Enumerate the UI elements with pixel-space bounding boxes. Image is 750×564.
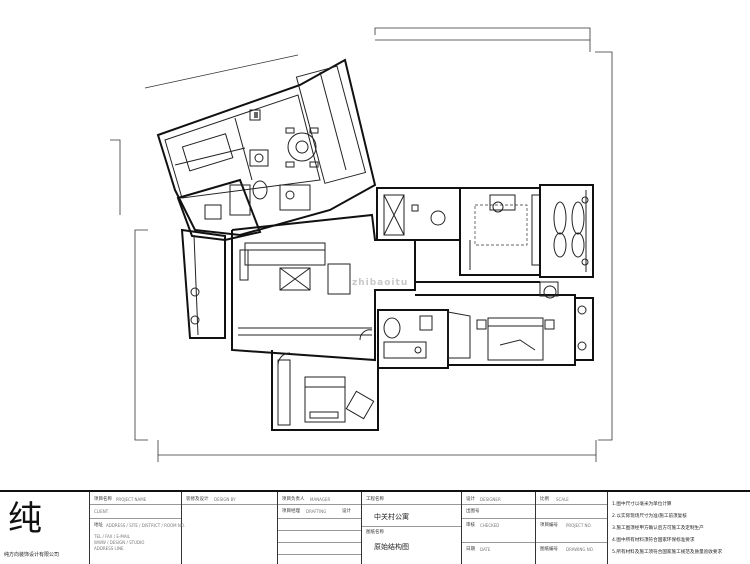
note-4: 4.图中所有材料须符合国家环保标准要求 (612, 538, 695, 543)
note-2: 2.以实际现场尺寸为准/施工前须复核 (612, 514, 687, 519)
sheet-no-label: 出图号 (466, 509, 480, 514)
pm-value: DRAFTING (306, 509, 327, 514)
utility-rooms (176, 178, 311, 242)
kitchen-wing (156, 58, 377, 237)
scale-value: SCALE (556, 497, 569, 502)
logo-cell: 纯 纯方向装饰设计有限公司 (0, 492, 90, 564)
note-1: 1.图中尺寸以毫米为单位计算 (612, 502, 672, 507)
designer-name-label: 设计 (466, 497, 475, 502)
north-room-1 (376, 187, 461, 241)
scale-cell: 比例 SCALE 项目编号 PROJECT NO. 图纸编号 DRAWING N… (536, 492, 608, 564)
project-title-cell: 工程名称 中关村公寓 图纸名称 原始结构图 (362, 492, 462, 564)
manager-label: 项目负责人 (282, 497, 305, 502)
date-label: 日期 (466, 547, 475, 552)
bedroom-small (271, 350, 379, 431)
design-value: DESIGN BY (214, 497, 236, 502)
contact-line-2: WWW / DESIGN / STUDIO (94, 540, 145, 545)
company-logo: 纯 (8, 499, 42, 539)
design-cell: 装修及设计 DESIGN BY (182, 492, 278, 564)
master-bedroom (448, 281, 576, 366)
project-title: 中关村公寓 (374, 513, 409, 521)
date-value: DATE (480, 547, 491, 552)
address-label: 地址 (94, 523, 103, 528)
contact-line-3: ADDRESS LINE (94, 546, 124, 551)
floor-plan (110, 27, 613, 462)
designer-label: 设计 (342, 509, 351, 514)
client-label: CLIENT (94, 509, 109, 514)
project-label: 工程名称 (366, 497, 384, 502)
contact-line-1: TEL / FAX / E-MAIL (94, 534, 130, 539)
design-label: 装修及设计 (186, 497, 209, 502)
project-info-cell: 项目名称 PROJECT NAME CLIENT 地址 ADDRESS / SI… (90, 492, 186, 564)
study (459, 187, 541, 276)
scale-label: 比例 (540, 497, 549, 502)
drawing-label: 图纸名称 (366, 530, 384, 535)
checked-value: CHECKED (480, 523, 500, 528)
living-room (231, 213, 416, 362)
manager-cell: 项目负责人 MANAGER 项目经理 DRAFTING 设计 (278, 492, 362, 564)
manager-value: MANAGER (310, 497, 331, 502)
project-no-value: PROJECT NO. (566, 523, 592, 528)
master-balcony (574, 297, 594, 361)
designer-cell: 设计 DESIGNER 出图号 审核 CHECKED 日期 DATE (462, 492, 536, 564)
drawing-title: 原始结构图 (374, 543, 409, 551)
checked-label: 审核 (466, 523, 475, 528)
project-name-label: 项目名称 (94, 497, 112, 502)
pm-label: 项目经理 (282, 509, 300, 514)
project-name-value: PROJECT NAME (116, 497, 147, 502)
corridor (415, 281, 540, 296)
address-value: ADDRESS / SITE / DISTRICT / ROOM NO. (106, 523, 186, 528)
west-balcony (180, 228, 226, 339)
dimension-lines (110, 27, 613, 462)
project-no-label: 项目编号 (540, 523, 558, 528)
watermark: zhibaoitu (352, 278, 409, 288)
note-5: 5.所有材料及施工须符合国家施工规范及质量验收要求 (612, 550, 723, 555)
note-3: 3.施工图须经甲方确认后方可施工及定制生产 (612, 526, 704, 531)
master-bathroom (377, 309, 471, 369)
designer-name-value: DESIGNER (480, 497, 501, 502)
notes-cell: 1.图中尺寸以毫米为单位计算 2.以实际现场尺寸为准/施工前须复核 3.施工图须… (608, 492, 750, 564)
drawing-no-value: DRAWING NO. (566, 547, 594, 552)
title-block: 纯 纯方向装饰设计有限公司 项目名称 PROJECT NAME CLIENT 地… (0, 490, 750, 564)
company-name: 纯方向装饰设计有限公司 (4, 552, 60, 558)
drawing-no-label: 图纸编号 (540, 547, 558, 552)
east-balcony (539, 184, 594, 278)
